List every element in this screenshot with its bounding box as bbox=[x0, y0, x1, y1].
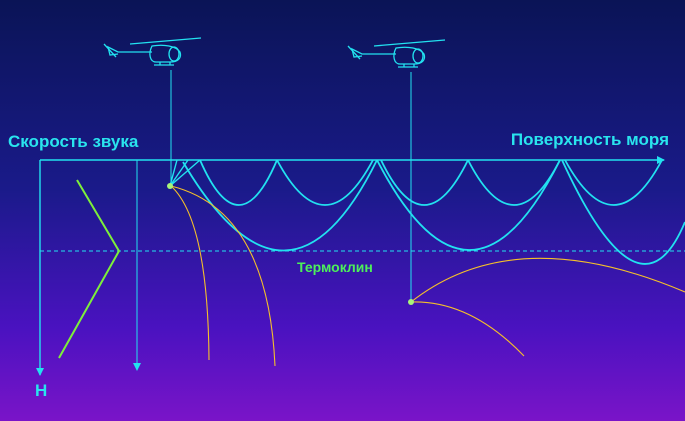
thermocline-label: Термоклин bbox=[297, 259, 373, 275]
thermocline-ray-arches bbox=[182, 159, 685, 265]
sound-speed-profile bbox=[58, 179, 121, 359]
sound-speed-label: Скорость звука bbox=[8, 132, 139, 151]
surface-ray-arches bbox=[199, 159, 663, 206]
helicopter-icon bbox=[347, 39, 446, 68]
sonar-source-1 bbox=[167, 183, 173, 189]
helicopter-icon bbox=[103, 37, 202, 66]
depth-axis-label: H bbox=[35, 381, 48, 400]
deep-rays bbox=[170, 185, 685, 367]
sea-surface-label: Поверхность моря bbox=[510, 130, 669, 149]
sonar-source-2 bbox=[408, 299, 414, 305]
